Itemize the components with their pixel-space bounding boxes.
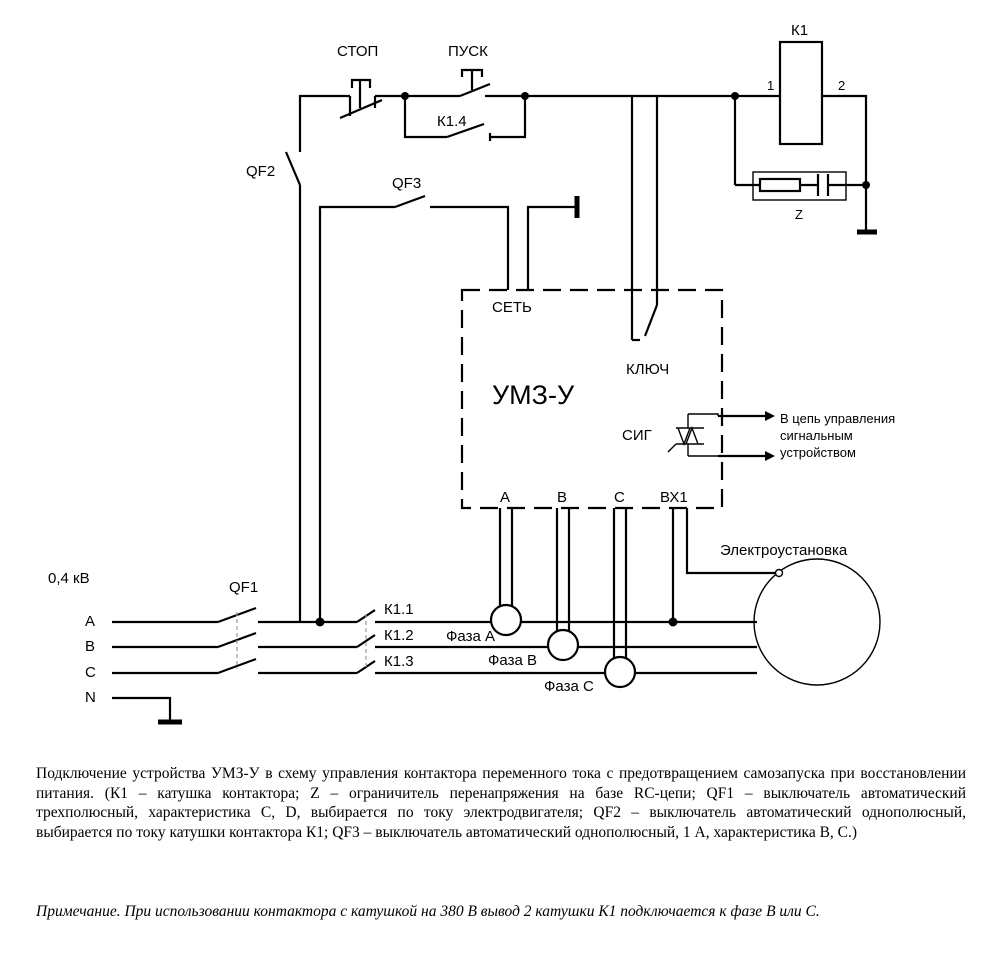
junction-dot bbox=[731, 92, 739, 100]
junction-dot bbox=[315, 617, 325, 627]
qf2-switch bbox=[284, 151, 302, 186]
load-label: Электроустановка bbox=[720, 542, 848, 559]
junction-dot bbox=[862, 181, 870, 189]
qf1-label: QF1 bbox=[229, 579, 258, 596]
input-b-label: B bbox=[557, 489, 567, 506]
current-sensor-leads bbox=[498, 508, 778, 660]
line-n-label: N bbox=[85, 689, 96, 706]
junction-dot bbox=[521, 92, 529, 100]
stop-label: СТОП bbox=[337, 43, 378, 60]
k1-1-label: К1.1 bbox=[384, 601, 414, 618]
qf1-switch bbox=[217, 606, 257, 675]
input-vx1-label: ВХ1 bbox=[660, 489, 688, 506]
k1-4-label: К1.4 bbox=[437, 113, 467, 130]
rc-limiter-z bbox=[752, 171, 877, 235]
k1-label: К1 bbox=[791, 22, 808, 39]
stop-button bbox=[339, 78, 383, 120]
power-lines bbox=[112, 620, 757, 725]
qf3-label: QF3 bbox=[392, 175, 421, 192]
umz-u-device-box bbox=[460, 288, 724, 510]
output-label-line2: сигнальным bbox=[780, 428, 853, 443]
k1-4-contact bbox=[446, 122, 492, 141]
wiring-diagram: СТОП ПУСК К1.4 QF2 QF3 К1 1 2 Z УМЗ-У СЕ… bbox=[48, 22, 895, 725]
start-button bbox=[459, 68, 491, 98]
triac-symbol bbox=[667, 413, 719, 457]
input-a-label: A bbox=[500, 489, 510, 506]
input-c-label: C bbox=[614, 489, 625, 506]
line-b-label: B bbox=[85, 638, 95, 655]
key-contact bbox=[630, 290, 659, 342]
load-terminal bbox=[774, 568, 784, 578]
output-label-line3: устройством bbox=[780, 445, 856, 460]
caption-text: Подключение устройства УМЗ-У в схему упр… bbox=[36, 765, 966, 841]
current-sensor-c bbox=[603, 655, 637, 689]
phase-b-label: Фаза B bbox=[488, 652, 537, 669]
current-sensor-a bbox=[489, 603, 523, 637]
voltage-label: 0,4 кВ bbox=[48, 570, 90, 587]
phase-c-label: Фаза C bbox=[544, 678, 594, 695]
current-sensor-b bbox=[546, 628, 580, 662]
k1-3-label: К1.3 bbox=[384, 653, 414, 670]
k1-pin1-label: 1 bbox=[767, 78, 774, 93]
output-label-line1: В цепь управления bbox=[780, 411, 895, 426]
phase-a-label: Фаза A bbox=[446, 628, 495, 645]
z-label: Z bbox=[795, 207, 803, 222]
junction-dot bbox=[668, 617, 678, 627]
line-c-label: C bbox=[85, 664, 96, 681]
load-motor-circle bbox=[753, 558, 881, 686]
net-label: СЕТЬ bbox=[492, 299, 532, 316]
qf2-label: QF2 bbox=[246, 163, 275, 180]
sig-label: СИГ bbox=[622, 427, 652, 444]
k1-main-contacts bbox=[356, 609, 376, 674]
qf3-switch bbox=[394, 194, 426, 209]
junction-dot bbox=[401, 92, 409, 100]
k1-coil bbox=[778, 40, 824, 146]
key-label: КЛЮЧ bbox=[626, 361, 669, 378]
k1-2-label: К1.2 bbox=[384, 627, 414, 644]
start-label: ПУСК bbox=[448, 43, 488, 60]
line-a-label: A bbox=[85, 613, 95, 630]
control-circuit-wires bbox=[298, 94, 868, 622]
note-text: Примечание. При использовании контактора… bbox=[36, 903, 820, 920]
device-label: УМЗ-У bbox=[492, 380, 575, 410]
signal-output-arrows bbox=[718, 411, 775, 461]
k1-pin2-label: 2 bbox=[838, 78, 845, 93]
